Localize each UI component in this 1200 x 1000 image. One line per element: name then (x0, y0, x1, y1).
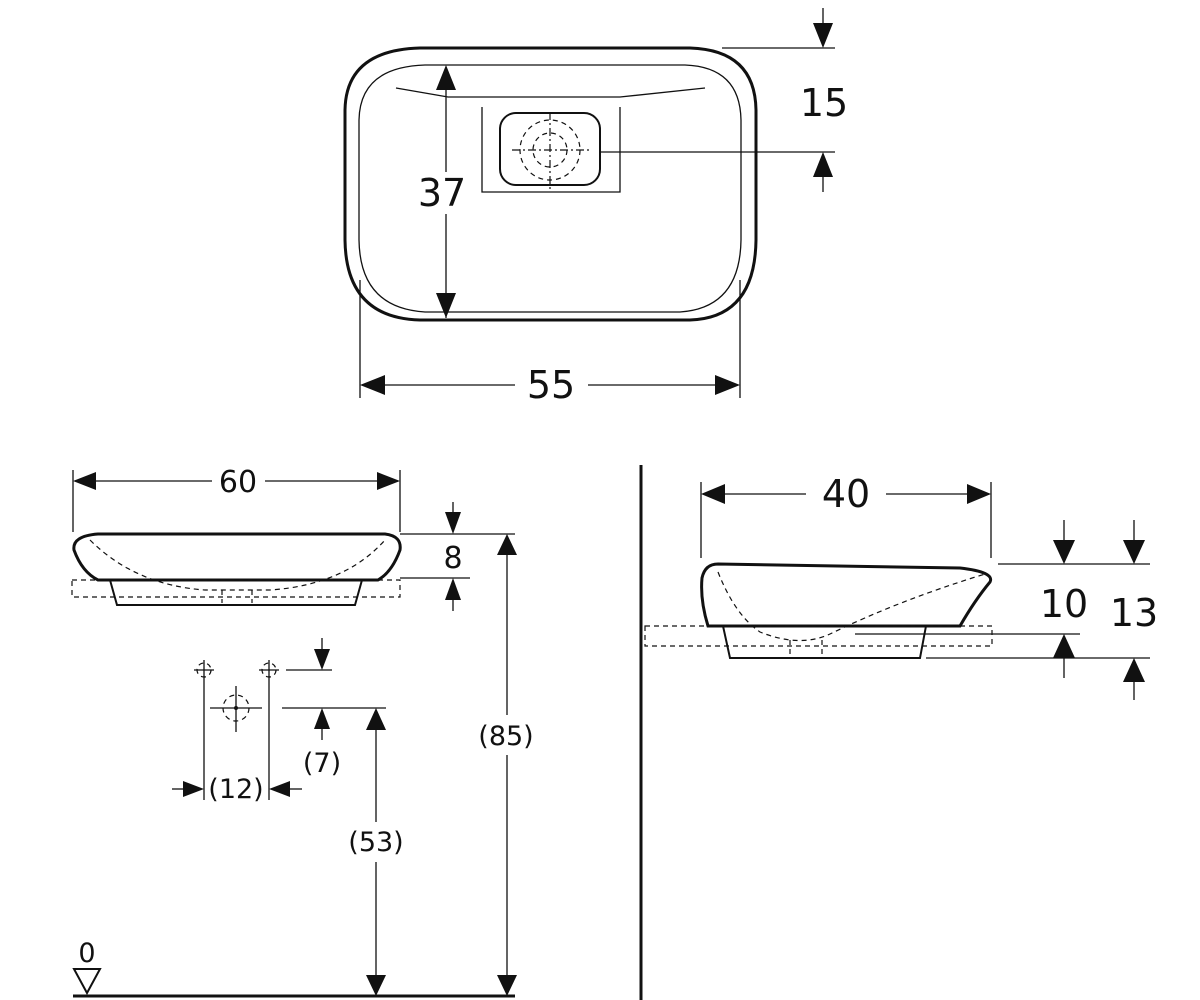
arrow-down (813, 23, 833, 48)
dim-height-a: 10 (1040, 582, 1088, 626)
arrow-left (360, 375, 385, 395)
basin-inner-top (358, 64, 742, 313)
dim-rim-height: 8 (443, 541, 462, 576)
arrow-down (314, 649, 330, 670)
drain-recess (481, 107, 621, 193)
basin-foot-front (109, 579, 363, 606)
dim-depth-side: 40 (822, 472, 870, 516)
top-view: 37 55 15 (343, 8, 848, 407)
arrow-up (445, 578, 461, 600)
countertop-front (71, 579, 401, 598)
dim-width-top: 55 (527, 363, 575, 407)
arrow-up (813, 152, 833, 177)
basin-outline-side (700, 562, 993, 628)
front-view: 60 8 (85) (12) (71, 465, 539, 998)
arrow-down (436, 293, 456, 318)
arrow-right (967, 484, 991, 504)
label-bg (475, 715, 539, 755)
basin-foot-side (722, 625, 927, 659)
arrow-up (497, 534, 517, 555)
dim-depth-top: 37 (418, 171, 466, 215)
arrow-left (269, 781, 290, 797)
label-bg (410, 172, 476, 214)
arrow-down (497, 975, 517, 996)
dim-width-front: 60 (219, 465, 257, 500)
arrow-up (366, 708, 386, 730)
arrow-down (1123, 540, 1145, 564)
dim-tap-spacing: (12) (208, 774, 263, 805)
floor-marker-icon (72, 968, 102, 996)
arrow-down (1053, 540, 1075, 564)
dim-total-height: (85) (478, 721, 533, 752)
arrow-right (715, 375, 740, 395)
arrow-up (436, 65, 456, 90)
basin-outline-front (72, 532, 402, 582)
basin-outline-top (343, 46, 758, 322)
arrow-up (1053, 634, 1075, 658)
side-view: 40 10 13 (644, 472, 1158, 700)
arrow-up (1123, 658, 1145, 682)
arrow-right (183, 781, 204, 797)
drain-center (234, 706, 238, 710)
arrow-left (701, 484, 725, 504)
arrow-down (445, 512, 461, 534)
dim-height-b: 13 (1110, 591, 1158, 635)
dim-drain-height: (53) (348, 827, 403, 858)
dim-drain-offset: 15 (800, 81, 848, 125)
label-bg (344, 822, 408, 862)
countertop-side (644, 625, 993, 647)
arrow-left (73, 472, 96, 490)
arrow-down (366, 975, 386, 996)
rim-line (395, 87, 706, 98)
bowl-inner-side (717, 571, 986, 642)
arrow-up (314, 708, 330, 729)
bowl-inner-front (89, 539, 386, 591)
arrow-right (377, 472, 400, 490)
floor-label: 0 (78, 938, 95, 969)
dim-tap-offset: (7) (303, 748, 341, 779)
